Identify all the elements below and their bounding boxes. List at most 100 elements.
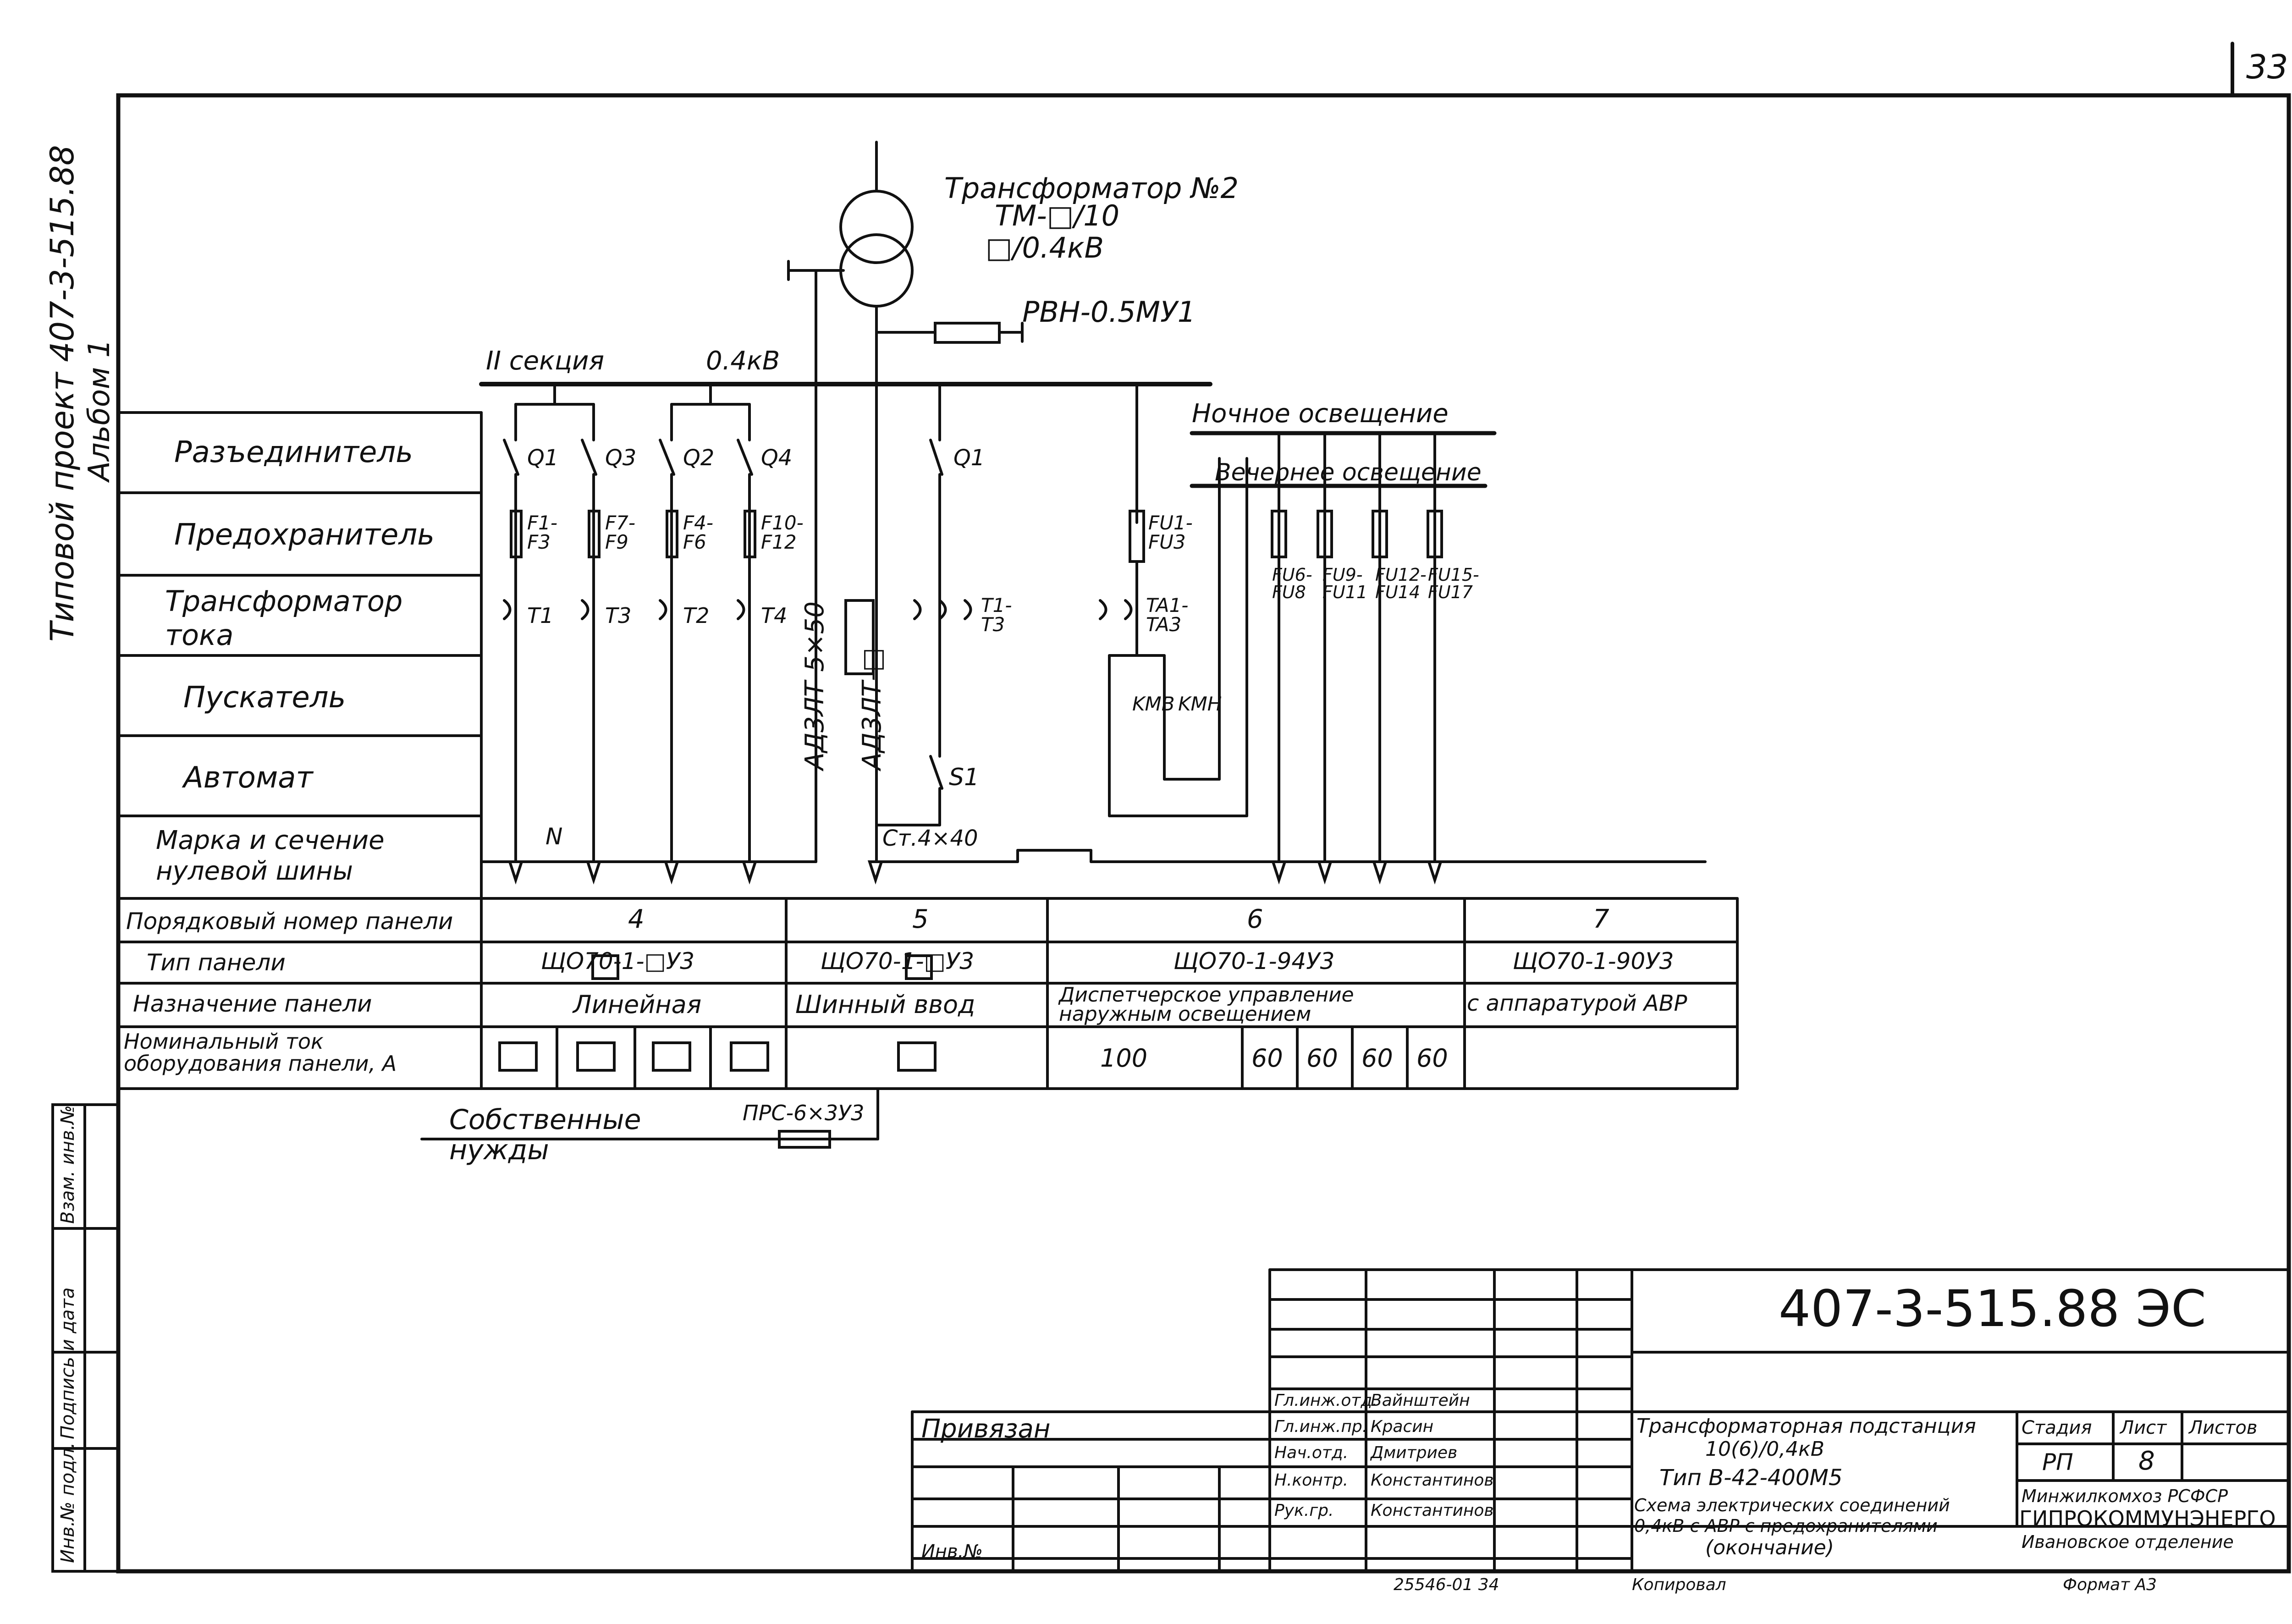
panel-type: ЩО70-1-90У3 — [1513, 948, 1674, 974]
footer-copied-by: Копировал — [1632, 1575, 1726, 1594]
stage-header: Стадия — [2022, 1417, 2092, 1438]
fuse-label: FU1-FU3 — [1148, 512, 1193, 553]
ct-label: T2 — [683, 603, 710, 628]
role-label: Рук.гр. — [1274, 1501, 1334, 1520]
panel-purpose: Шинный ввод — [795, 990, 975, 1019]
role-label: Гл.инж.отд. — [1274, 1391, 1377, 1410]
row-label-grid — [117, 411, 483, 900]
starter-label: KMB — [1132, 693, 1175, 715]
ct-label: T1-T3 — [981, 594, 1012, 636]
stage-value: РП — [2042, 1449, 2073, 1475]
transformer-title: Трансформатор №2 — [944, 171, 1239, 205]
panel-6-feeders — [867, 383, 1497, 885]
panel-current: 100 — [1100, 1044, 1148, 1073]
panel-number: 5 — [912, 904, 929, 934]
sheets-header: Листов — [2189, 1417, 2258, 1438]
lighting-fuse-label: FU9-FU11 — [1322, 565, 1368, 602]
row-label-automat: Автомат — [183, 761, 313, 795]
table-header-current: Номинальный ток оборудования панели, А — [124, 1029, 397, 1076]
title-block-grid — [911, 1268, 2290, 1573]
panel-type: ЩО70-1-94У3 — [1174, 948, 1335, 974]
side-album-label: Альбом 1 — [83, 339, 116, 481]
own-needs-cable: ПРС-6×3У3 — [743, 1101, 865, 1125]
ct-label: T1 — [527, 603, 554, 628]
panel-table-grid — [117, 897, 1739, 1090]
org-line: Ивановское отделение — [2022, 1532, 2234, 1552]
cable-label-1: АД3ЛТ-5×50 — [800, 601, 830, 770]
footer-copy-no: 25546-01 34 — [1394, 1575, 1499, 1594]
name-label: Вайнштейн — [1371, 1391, 1470, 1410]
name-label: Дмитриев — [1371, 1443, 1458, 1462]
project-title-line: Трансформаторная подстанция — [1636, 1415, 1976, 1438]
fuse-label: F10-F12 — [761, 512, 804, 553]
automat-label: S1 — [949, 764, 980, 791]
role-label: Нач.отд. — [1274, 1443, 1349, 1462]
sheet-number-box — [2231, 42, 2289, 97]
evening-lighting-label: Вечернее освещение — [1215, 459, 1482, 486]
switch-label: Q4 — [761, 445, 793, 471]
name-label: Красин — [1371, 1417, 1434, 1436]
bus-voltage-label: 0.4кВ — [706, 346, 780, 376]
panel-number: 4 — [628, 904, 645, 934]
side-stamp-replace: Взам. инв.№ — [57, 1105, 78, 1224]
table-header-type: Тип панели — [147, 949, 286, 976]
panel-type: ЩО70-1-□У3 — [541, 948, 695, 974]
own-needs-line — [420, 1087, 879, 1149]
sheet-title-line: (окончание) — [1705, 1536, 1834, 1559]
table-header-purpose: Назначение панели — [133, 991, 372, 1017]
ct-label: T4 — [761, 603, 788, 628]
neutral-mark-label: N — [545, 823, 563, 850]
document-code: 407-3-515.88 ЭС — [1779, 1279, 2206, 1338]
panel-current: 60 — [1251, 1044, 1283, 1073]
panel-4-feeders — [503, 383, 758, 885]
ct-label: T3 — [605, 603, 632, 628]
inv-label: Инв.№ — [921, 1541, 983, 1562]
panel-number: 7 — [1593, 904, 1609, 934]
panel-current: 60 — [1416, 1044, 1448, 1073]
project-title-line: 10(6)/0,4кВ — [1705, 1437, 1824, 1461]
panel-current: 60 — [1361, 1044, 1393, 1073]
org-line: ГИПРОКОММУНЭНЕРГО — [2019, 1506, 2276, 1531]
lighting-fuse-label: FU6-FU8 — [1272, 565, 1312, 602]
sheet-title-line: 0,4кВ с АВР с предохранителями — [1634, 1516, 1938, 1536]
row-label-starter: Пускатель — [183, 681, 346, 715]
role-label: Н.контр. — [1274, 1471, 1349, 1490]
neutral-section-label: Ст.4×40 — [882, 826, 978, 851]
sheet-title-line: Схема электрических соединений — [1634, 1495, 1950, 1515]
fuse-label: F7-F9 — [605, 512, 636, 553]
project-title-line: Тип В-42-400М5 — [1659, 1465, 1843, 1491]
table-header-number: Порядковый номер панели — [126, 908, 453, 935]
arrester-label: РВН-0.5МУ1 — [1022, 295, 1196, 329]
transformer-type: ТМ-□/10 — [995, 199, 1120, 232]
drawing-frame — [116, 93, 2291, 1574]
own-needs-label: Собственные нужды — [449, 1104, 641, 1166]
switch-label: Q1 — [953, 445, 985, 471]
name-label: Константинов — [1371, 1471, 1494, 1490]
panel-number: 6 — [1247, 904, 1263, 934]
ct-label: TA1-TA3 — [1146, 594, 1189, 636]
sheet-value: 8 — [2138, 1446, 2155, 1476]
sheet-number: 33 — [2246, 48, 2288, 86]
panel-purpose: с аппаратурой АВР — [1467, 991, 1687, 1016]
name-label: Константинов — [1371, 1501, 1494, 1520]
row-label-ct: Трансформатор тока — [165, 584, 403, 652]
switch-label: Q2 — [683, 445, 715, 471]
row-label-fuse: Предохранитель — [174, 518, 435, 552]
starter-label: KMH — [1178, 693, 1222, 715]
role-label: Гл.инж.пр. — [1274, 1417, 1368, 1436]
fuse-label: F1-F3 — [527, 512, 558, 553]
side-stamp-sign: Подпись и дата — [57, 1287, 78, 1439]
night-lighting-label: Ночное освещение — [1192, 399, 1449, 429]
switch-label: Q1 — [527, 445, 559, 471]
fuse-label: F4-F6 — [683, 512, 714, 553]
lighting-fuse-label: FU15-FU17 — [1428, 565, 1479, 602]
privyazan-label: Привязан — [921, 1414, 1051, 1444]
panel-purpose: Линейная — [573, 990, 702, 1019]
transformer-voltage: □/0.4кВ — [986, 231, 1104, 264]
panel-5-feeder — [480, 383, 1707, 863]
panel-current: 60 — [1306, 1044, 1338, 1073]
panel-purpose: Диспетчерское управление наружным освеще… — [1059, 983, 1354, 1026]
busbar-and-transformer — [479, 141, 1212, 863]
bus-section-label: II секция — [486, 346, 605, 376]
